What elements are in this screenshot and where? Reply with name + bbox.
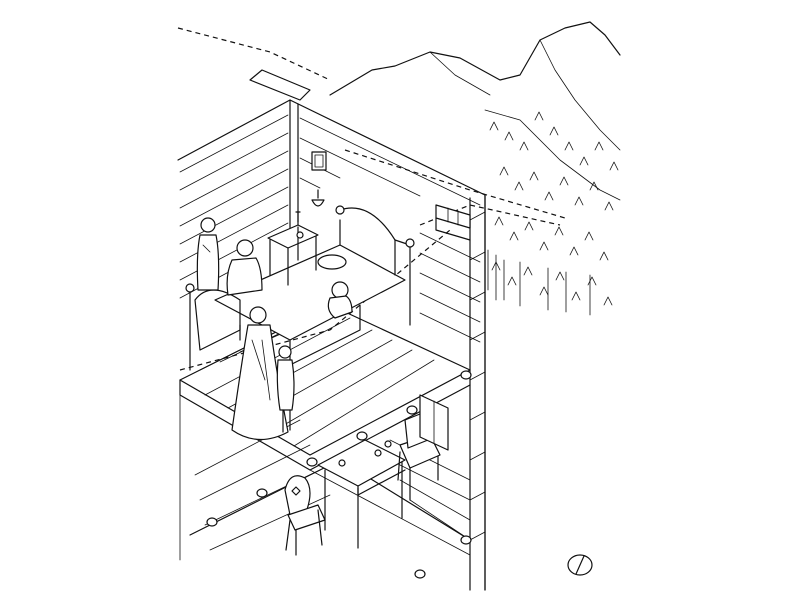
wall-lamp-icon <box>311 189 325 207</box>
forest-trees <box>487 111 619 316</box>
house-structure <box>177 69 486 591</box>
figure-woman-dress <box>231 306 289 441</box>
sight-line-top <box>177 27 331 81</box>
bedside-table <box>267 211 319 286</box>
window-icon <box>435 204 471 241</box>
beam-ends <box>206 370 472 579</box>
sight-line-floor <box>179 229 451 371</box>
dining-table <box>317 439 406 549</box>
window-lower <box>419 394 449 451</box>
mountain-range <box>329 21 621 201</box>
framed-picture-icon <box>311 151 327 171</box>
figure-in-bed <box>317 254 353 319</box>
figure-standing-left <box>196 217 220 291</box>
figure-kneeling <box>226 239 263 296</box>
sight-line-window <box>344 149 566 219</box>
figure-child <box>276 345 295 433</box>
chair-carved-back <box>284 475 326 556</box>
north-arrow-icon <box>567 554 593 576</box>
